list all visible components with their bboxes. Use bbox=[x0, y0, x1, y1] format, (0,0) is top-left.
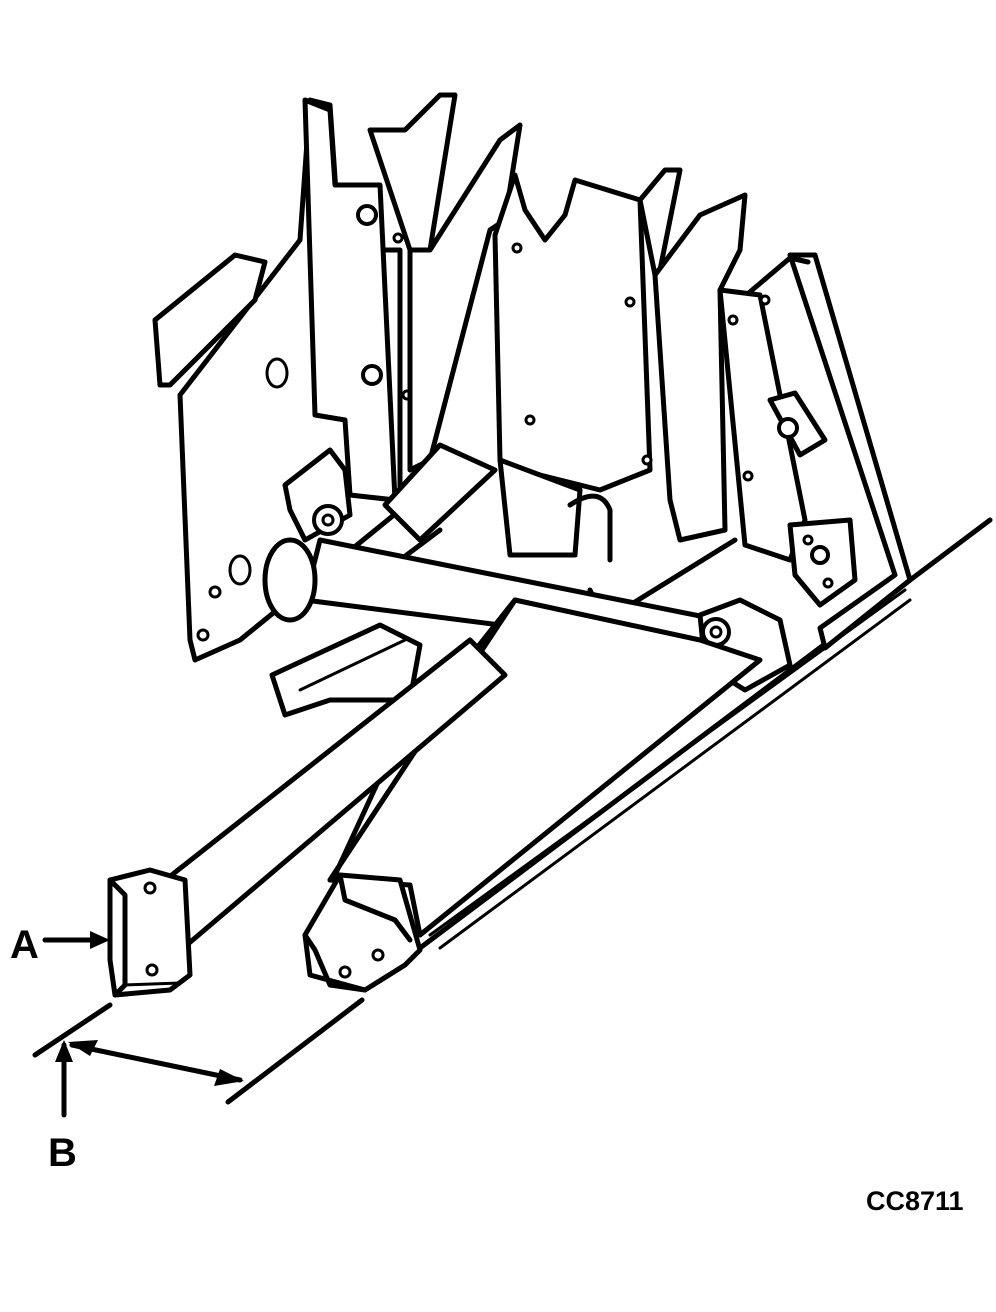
center-panel bbox=[492, 172, 653, 493]
rivet bbox=[822, 577, 834, 589]
extension-line-right bbox=[225, 997, 365, 1105]
rivet bbox=[196, 628, 210, 642]
extension-line-left bbox=[32, 1002, 113, 1058]
rivet bbox=[727, 314, 739, 326]
figure-id: CC8711 bbox=[866, 1186, 964, 1216]
nut bbox=[777, 417, 799, 439]
right-side-plate bbox=[717, 287, 858, 608]
rivet bbox=[392, 232, 404, 244]
nut bbox=[361, 364, 383, 386]
lower-channel bbox=[357, 442, 738, 611]
bolt-hole bbox=[338, 965, 352, 979]
rivet bbox=[624, 296, 636, 308]
callout-b: B bbox=[48, 1040, 77, 1175]
nut bbox=[810, 545, 830, 565]
rivet bbox=[208, 585, 222, 599]
mounting-hole bbox=[265, 357, 289, 389]
rivet bbox=[742, 470, 754, 482]
callout-a: A bbox=[10, 923, 110, 967]
rivet bbox=[759, 294, 771, 306]
bolt-hole bbox=[371, 948, 385, 962]
callout-label-b: B bbox=[48, 1131, 77, 1175]
nut bbox=[356, 204, 378, 226]
dimension-arrow bbox=[68, 1040, 244, 1086]
rivet bbox=[511, 242, 523, 254]
pivot-bolt-left bbox=[282, 447, 353, 543]
foot-block-a bbox=[107, 867, 193, 998]
rivet bbox=[524, 414, 536, 426]
bolt-hole bbox=[143, 881, 157, 895]
rivet bbox=[641, 454, 653, 466]
bolt-hole bbox=[145, 963, 159, 977]
mounting-rail bbox=[417, 252, 993, 951]
fin-plate-2 bbox=[367, 92, 523, 473]
mounting-hole bbox=[228, 554, 252, 586]
rivet bbox=[802, 534, 814, 546]
foot-block-b bbox=[302, 872, 423, 993]
callout-label-a: A bbox=[10, 923, 39, 967]
